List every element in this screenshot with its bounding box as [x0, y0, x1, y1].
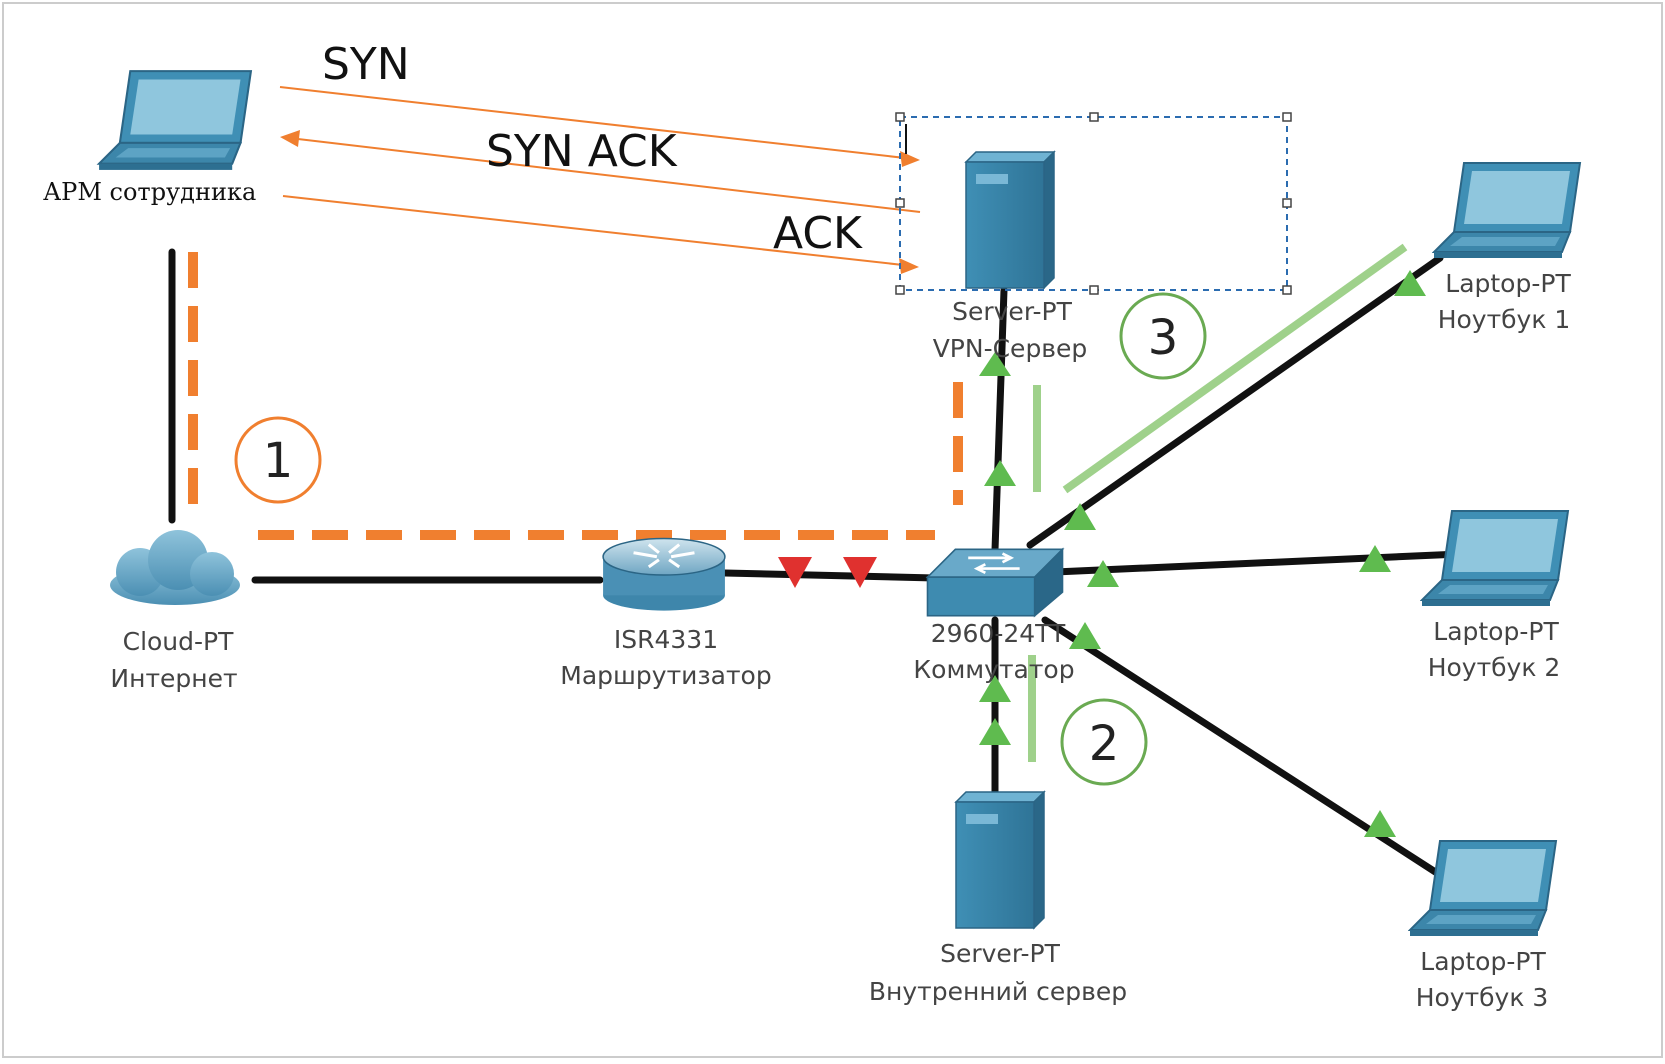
vpn-server-icon[interactable]	[965, 151, 1055, 289]
step-2-marker: 2	[1060, 698, 1148, 786]
orange-path	[188, 252, 963, 540]
link-router-switch	[721, 569, 939, 582]
resize-handle[interactable]	[1282, 285, 1292, 295]
step-3-marker: 3	[1119, 292, 1207, 380]
vpn-server-model-label: Server-PT	[952, 297, 1072, 326]
laptop2-name-label: Ноутбук 2	[1428, 653, 1561, 682]
switch-model-label: 2960-24TT	[931, 619, 1066, 648]
resize-handle[interactable]	[1089, 112, 1099, 122]
link-up-marker	[1087, 560, 1119, 587]
ack-label: ACK	[773, 208, 863, 259]
router-name-label: Маршрутизатор	[560, 661, 771, 690]
router-model-label: ISR4331	[614, 625, 718, 654]
laptop3-icon[interactable]	[1409, 840, 1557, 937]
link-up-marker	[979, 352, 1011, 376]
resize-handle[interactable]	[895, 285, 905, 295]
resize-handle[interactable]	[1282, 112, 1292, 122]
ack-arrow	[282, 195, 904, 266]
laptop3-name-label: Ноутбук 3	[1416, 983, 1549, 1012]
internal-server-name-label: Внутренний сервер	[869, 977, 1127, 1006]
cloud-model-label: Cloud-PT	[123, 627, 235, 656]
link-up-marker	[1394, 270, 1426, 296]
network-links	[168, 248, 1464, 879]
syn-ack-label: SYN ACK	[486, 126, 678, 177]
step-1-marker: 1	[234, 416, 322, 504]
laptop1-model-label: Laptop-PT	[1445, 269, 1571, 298]
link-up-marker	[1064, 503, 1096, 530]
syn-arrowhead	[900, 151, 920, 167]
selection-box[interactable]	[895, 112, 1292, 295]
switch-name-label: Коммутатор	[913, 655, 1074, 684]
link-up-markers	[979, 270, 1426, 837]
cloud-icon[interactable]	[110, 530, 240, 605]
vpn-server-name-label: VPN-Сервер	[933, 334, 1088, 363]
laptop3-model-label: Laptop-PT	[1420, 947, 1546, 976]
syn-arrow	[279, 86, 906, 159]
resize-handle[interactable]	[1282, 198, 1292, 208]
green-paths	[1028, 243, 1408, 762]
link-down-markers	[778, 557, 877, 588]
syn-ack-arrowhead	[280, 130, 300, 147]
link-switch-vpn-server	[991, 286, 1008, 554]
router-icon[interactable]	[601, 536, 727, 613]
step-1-number: 1	[263, 433, 294, 489]
link-switch-laptop1	[1026, 254, 1444, 549]
handshake-arrows	[279, 86, 921, 274]
ack-arrowhead	[899, 258, 919, 274]
link-up-marker	[1359, 545, 1391, 572]
laptop2-model-label: Laptop-PT	[1433, 617, 1559, 646]
cloud-name-label: Интернет	[110, 664, 237, 693]
link-up-marker	[1069, 622, 1101, 649]
step-2-number: 2	[1089, 716, 1120, 772]
link-up-marker	[979, 675, 1011, 702]
resize-handle[interactable]	[895, 112, 905, 122]
laptop1-icon[interactable]	[1433, 162, 1581, 259]
internal-server-model-label: Server-PT	[940, 939, 1060, 968]
syn-ack-arrow	[297, 138, 921, 213]
resize-handle[interactable]	[1089, 285, 1099, 295]
green-path-laptop1	[1062, 243, 1408, 494]
resize-handle[interactable]	[895, 198, 905, 208]
syn-label: SYN	[322, 39, 410, 90]
internal-server-icon[interactable]	[955, 791, 1045, 929]
laptop1-name-label: Ноутбук 1	[1438, 305, 1571, 334]
arm-label: АРМ сотрудника	[43, 178, 256, 206]
link-up-marker	[979, 718, 1011, 745]
link-down-marker	[778, 557, 812, 588]
switch-icon[interactable]	[926, 547, 1064, 618]
link-down-marker	[843, 557, 877, 588]
link-switch-laptop2	[1051, 550, 1464, 576]
laptop2-icon[interactable]	[1421, 510, 1569, 607]
link-up-marker	[984, 460, 1016, 486]
laptop-arm-icon[interactable]	[98, 70, 252, 171]
link-up-marker	[1364, 810, 1396, 837]
step-3-number: 3	[1148, 310, 1179, 366]
